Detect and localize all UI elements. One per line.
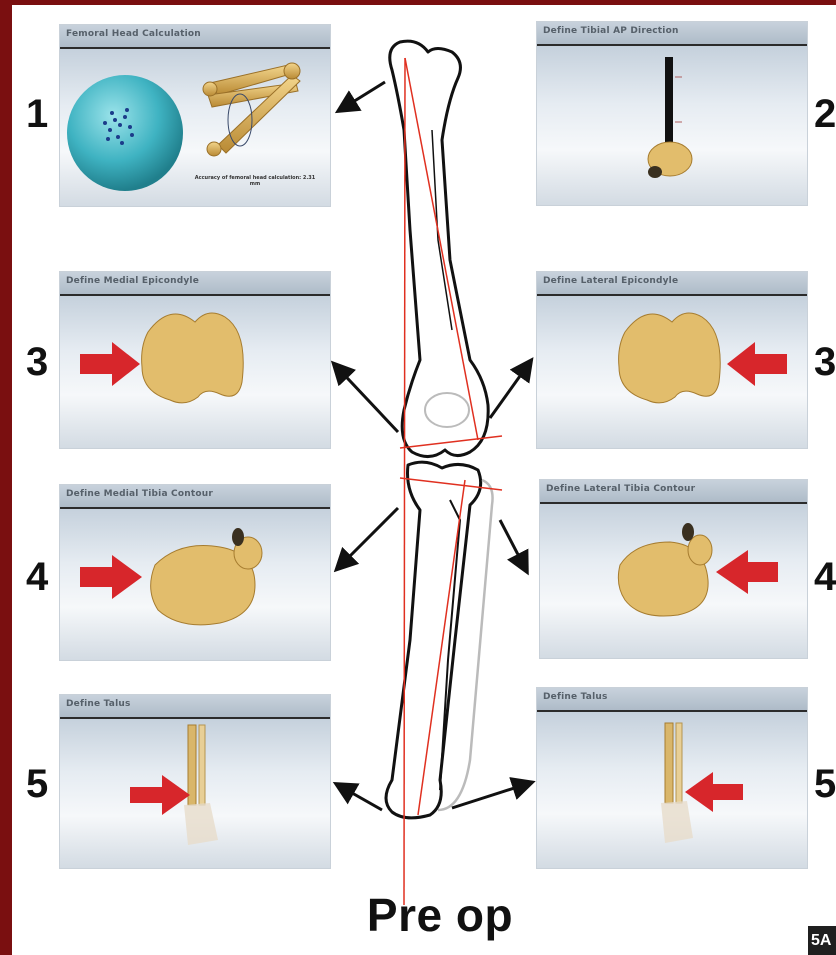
tibia-outline <box>386 462 481 818</box>
caption: Pre op <box>340 888 540 942</box>
fibula-outline <box>438 480 493 810</box>
patella-outline <box>425 393 469 427</box>
figure-label: 5A <box>808 926 836 955</box>
pointer-arrows <box>335 82 530 810</box>
